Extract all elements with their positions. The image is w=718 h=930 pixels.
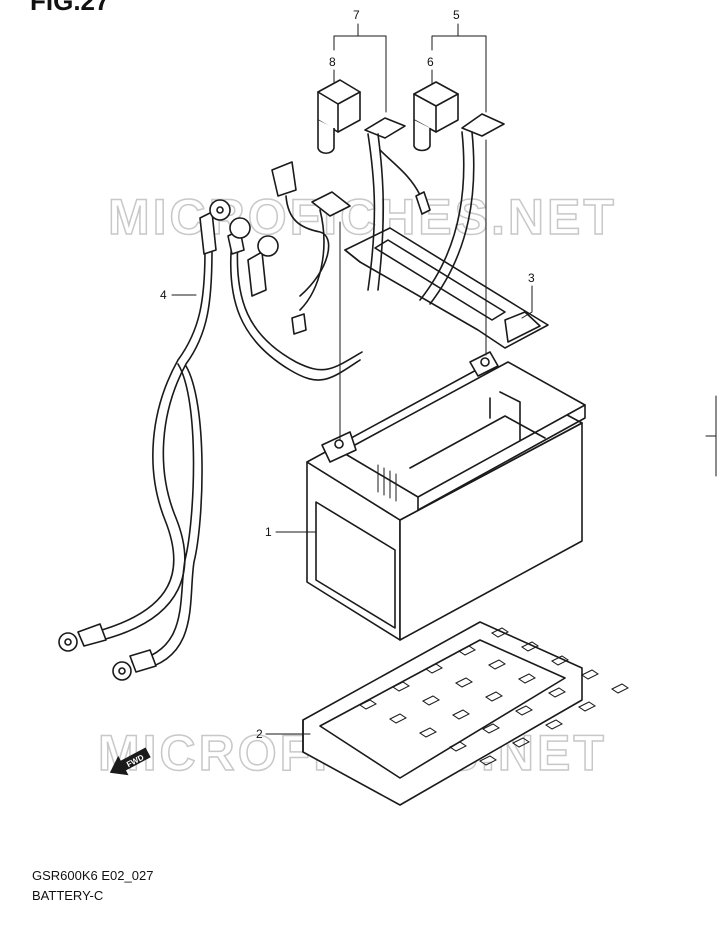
tray-slot <box>389 713 407 724</box>
tray-slot <box>425 663 443 674</box>
connector-plug <box>271 161 330 335</box>
ring-terminal-lower-2 <box>112 649 157 681</box>
tray-slot <box>578 701 596 712</box>
tray-slot <box>452 709 470 720</box>
diagram-code: GSR600K6 E02_027 <box>32 868 154 883</box>
figure-title: FIG.27 <box>30 0 110 16</box>
battery <box>306 351 586 641</box>
callout-4: 4 <box>160 288 167 302</box>
watermark-top: MICROFICHES.NET <box>108 189 617 245</box>
terminal-cap-8 <box>317 79 361 155</box>
tray-slot <box>611 683 629 694</box>
tray-slot <box>449 741 467 752</box>
tray-slots <box>359 627 629 766</box>
callout-5: 5 <box>453 8 460 22</box>
callout-2: 2 <box>256 727 263 741</box>
tray-slot <box>551 655 569 666</box>
tray-slot <box>485 691 503 702</box>
tray-slot <box>458 645 476 656</box>
harness-branch <box>299 209 325 311</box>
tray-slot <box>581 669 599 680</box>
tray-slot <box>515 705 533 716</box>
tray-slot <box>545 719 563 730</box>
tray-slot <box>521 641 539 652</box>
callout-7: 7 <box>353 8 360 22</box>
tray-slot <box>392 681 410 692</box>
tray-slot <box>491 627 509 638</box>
battery-tray <box>302 621 629 806</box>
tray-slot <box>419 727 437 738</box>
tray-slot <box>518 673 536 684</box>
terminal-cap-6 <box>413 81 459 152</box>
tray-slot <box>422 695 440 706</box>
battery-band <box>344 227 549 349</box>
callout-3: 3 <box>528 271 535 285</box>
callout-1: 1 <box>265 525 272 539</box>
ring-terminal-lower-1 <box>58 623 107 652</box>
battery-cable-5 <box>419 113 505 305</box>
tray-slot <box>488 659 506 670</box>
callout-leaders <box>171 23 533 735</box>
tray-slot <box>512 737 530 748</box>
ring-terminal-upper-1 <box>199 199 231 255</box>
diagram-title: BATTERY-C <box>32 888 104 903</box>
tray-slot <box>359 699 377 710</box>
wiring-harness <box>58 161 363 681</box>
tray-slot <box>455 677 473 688</box>
ring-terminal-upper-3 <box>247 235 279 297</box>
ring-terminal-upper-2 <box>227 217 251 255</box>
harness-branch-terminal <box>311 191 351 217</box>
tray-slot <box>482 723 500 734</box>
callout-6: 6 <box>427 55 434 69</box>
callout-8: 8 <box>329 55 336 69</box>
tray-slot <box>548 687 566 698</box>
battery-cable-7 <box>364 117 431 291</box>
page-edge-mark <box>705 395 717 477</box>
tray-slot <box>479 755 497 766</box>
